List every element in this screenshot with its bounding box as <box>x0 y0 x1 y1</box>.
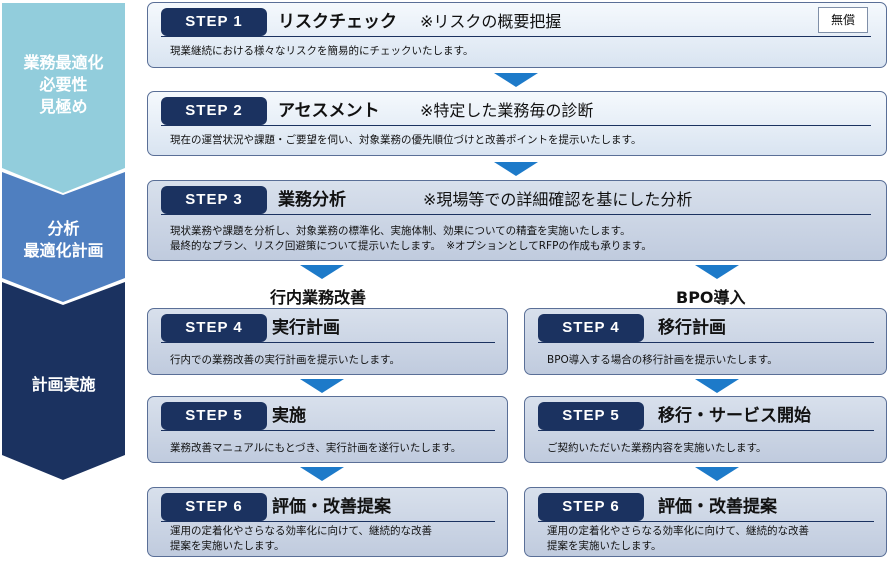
left-step-4-title: 実行計画 <box>272 318 340 338</box>
phase-label-implementation: 計画実施 <box>31 375 96 394</box>
step-2-subtitle: ※特定した業務毎の診断 <box>420 101 594 120</box>
step-3-box: STEP 3 業務分析 ※現場等での詳細確認を基にした分析 現状業務や課題を分析… <box>147 180 887 261</box>
phase-3-shape <box>2 282 125 480</box>
phase-2-shape <box>2 172 125 302</box>
left-step-4-rule <box>161 342 495 343</box>
left-step-6-title: 評価・改善提案 <box>272 497 391 517</box>
right-step-5-rule <box>538 430 874 431</box>
step-1-description: 現業継続における様々なリスクを簡易的にチェックいたします。 <box>170 45 474 57</box>
step-1-box: STEP 1 リスクチェック ※リスクの概要把握 無償 現業継続における様々なリ… <box>147 2 887 68</box>
right-step-6-number: STEP 6 <box>538 493 644 521</box>
left-step-5-title: 実施 <box>272 406 306 426</box>
right-step-4-rule <box>538 342 874 343</box>
step-3-description: 現状業務や課題を分析し、対象業務の標準化、実施体制、効果についての精査を実施いた… <box>170 225 652 252</box>
left-step-5-number: STEP 5 <box>161 402 267 430</box>
phase-label-analysis: 分析 最適化計画 <box>23 219 104 260</box>
arrow-right-5-to-6 <box>695 467 739 481</box>
step-1-title: リスクチェック <box>278 12 397 32</box>
arrow-left-4-to-5 <box>300 379 344 393</box>
left-step-4-number: STEP 4 <box>161 314 267 342</box>
right-step-5-number: STEP 5 <box>538 402 644 430</box>
step-1-number: STEP 1 <box>161 8 267 36</box>
free-badge: 無償 <box>818 7 868 33</box>
left-step-5-rule <box>161 430 495 431</box>
right-step-4-number: STEP 4 <box>538 314 644 342</box>
step-3-title: 業務分析 <box>278 190 346 210</box>
right-step-6-box: STEP 6 評価・改善提案 運用の定着化やさらなる効率化に向けて、継続的な改善… <box>524 487 887 557</box>
left-step-6-description: 運用の定着化やさらなる効率化に向けて、継続的な改善 提案を実施いたします。 <box>170 525 432 552</box>
left-step-6-box: STEP 6 評価・改善提案 運用の定着化やさらなる効率化に向けて、継続的な改善… <box>147 487 508 557</box>
step-2-rule <box>161 125 871 126</box>
step-2-title: アセスメント <box>278 101 380 121</box>
arrow-step3-to-left <box>300 265 344 279</box>
left-step-5-description: 業務改善マニュアルにもとづき、実行計画を遂行いたします。 <box>170 442 462 454</box>
left-step-4-description: 行内での業務改善の実行計画を提示いたします。 <box>170 354 400 366</box>
step-2-number: STEP 2 <box>161 97 267 125</box>
right-column-heading: BPO導入 <box>676 288 746 307</box>
arrow-step1-to-step2 <box>494 73 538 87</box>
right-step-5-description: ご契約いただいた業務内容を実施いたします。 <box>547 442 767 454</box>
right-step-5-box: STEP 5 移行・サービス開始 ご契約いただいた業務内容を実施いたします。 <box>524 396 887 463</box>
right-step-4-box: STEP 4 移行計画 BPO導入する場合の移行計画を提示いたします。 <box>524 308 887 375</box>
step-3-number: STEP 3 <box>161 186 267 214</box>
left-step-6-rule <box>161 521 495 522</box>
left-step-6-number: STEP 6 <box>161 493 267 521</box>
right-step-4-title: 移行計画 <box>658 318 726 338</box>
right-step-6-rule <box>538 521 874 522</box>
right-step-6-description: 運用の定着化やさらなる効率化に向けて、継続的な改善 提案を実施いたします。 <box>547 525 809 552</box>
right-step-6-title: 評価・改善提案 <box>658 497 777 517</box>
phase-chevrons <box>2 3 125 480</box>
step-1-rule <box>161 36 871 37</box>
step-3-rule <box>161 214 871 215</box>
right-step-4-description: BPO導入する場合の移行計画を提示いたします。 <box>547 354 778 366</box>
left-step-5-box: STEP 5 実施 業務改善マニュアルにもとづき、実行計画を遂行いたします。 <box>147 396 508 463</box>
step-1-subtitle: ※リスクの概要把握 <box>420 12 562 31</box>
step-3-subtitle: ※現場等での詳細確認を基にした分析 <box>423 190 693 209</box>
phase-label-assessment: 業務最適化 必要性 見極め <box>23 53 104 116</box>
left-step-4-box: STEP 4 実行計画 行内での業務改善の実行計画を提示いたします。 <box>147 308 508 375</box>
arrow-step3-to-right <box>695 265 739 279</box>
arrow-step2-to-step3 <box>494 162 538 176</box>
arrow-right-4-to-5 <box>695 379 739 393</box>
step-2-box: STEP 2 アセスメント ※特定した業務毎の診断 現在の運営状況や課題・ご要望… <box>147 91 887 156</box>
right-step-5-title: 移行・サービス開始 <box>658 406 811 426</box>
left-column-heading: 行内業務改善 <box>270 288 367 307</box>
phase-1-shape <box>2 3 125 193</box>
arrow-left-5-to-6 <box>300 467 344 481</box>
step-2-description: 現在の運営状況や課題・ご要望を伺い、対象業務の優先順位づけと改善ポイントを提示い… <box>170 134 642 146</box>
